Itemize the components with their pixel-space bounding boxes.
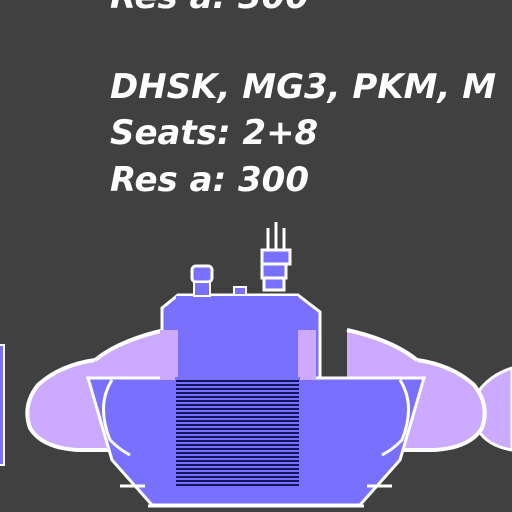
left-neighbor-boat-edge	[0, 344, 5, 466]
mast-and-equipment	[190, 222, 292, 297]
engine-grille	[175, 377, 300, 490]
seats-capacity: Seats: 2+8	[110, 113, 319, 153]
weapons-list: DHSK, MG3, PKM, M	[110, 67, 497, 107]
hull-base-trim	[120, 484, 392, 508]
console-cabin	[160, 293, 322, 380]
resistance-value: Res a: 300	[110, 160, 309, 200]
stats-line-partial: Res a: 300	[110, 0, 309, 14]
